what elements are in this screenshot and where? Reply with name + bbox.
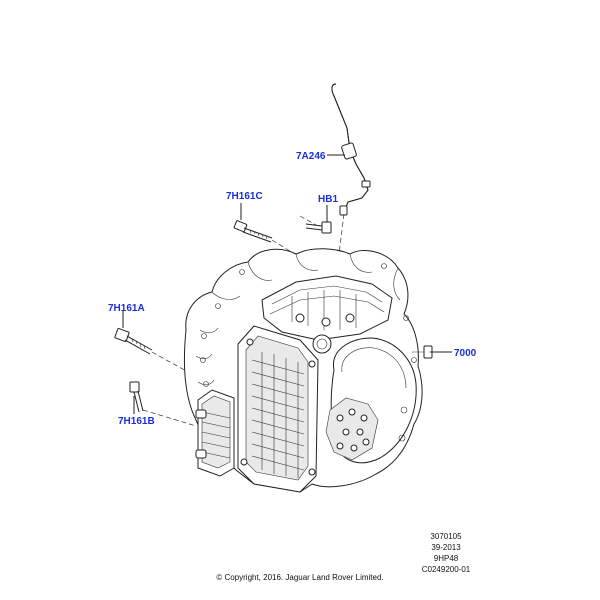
callout-7a246[interactable]: 7A246: [296, 151, 326, 162]
bolt-7h161b[interactable]: [129, 381, 144, 413]
bolt-b-guide-line: [142, 409, 197, 427]
callout-7000[interactable]: 7000: [454, 348, 477, 359]
bolt-hb1[interactable]: [305, 221, 332, 234]
transmission-pipe[interactable]: [331, 83, 371, 216]
hb1-guide-line: [299, 215, 319, 227]
bolt-7h161c[interactable]: [233, 220, 273, 243]
callout-7h161b[interactable]: 7H161B: [118, 416, 155, 427]
diagram-date-code: 39-2013: [431, 543, 461, 552]
callout-hb1[interactable]: HB1: [318, 194, 338, 205]
callout-7h161a[interactable]: 7H161A: [108, 303, 145, 314]
bolt-7h161a[interactable]: [114, 328, 153, 355]
diagram-reference-number: 3070105: [430, 532, 462, 541]
callout-7h161c[interactable]: 7H161C: [226, 191, 263, 202]
copyright-text: © Copyright, 2016. Jaguar Land Rover Lim…: [216, 573, 384, 582]
diagram-model-code: 9HP48: [433, 554, 459, 563]
transmission-assembly[interactable]: [184, 248, 433, 493]
diagram-image-code: C0249200-01: [421, 565, 471, 574]
